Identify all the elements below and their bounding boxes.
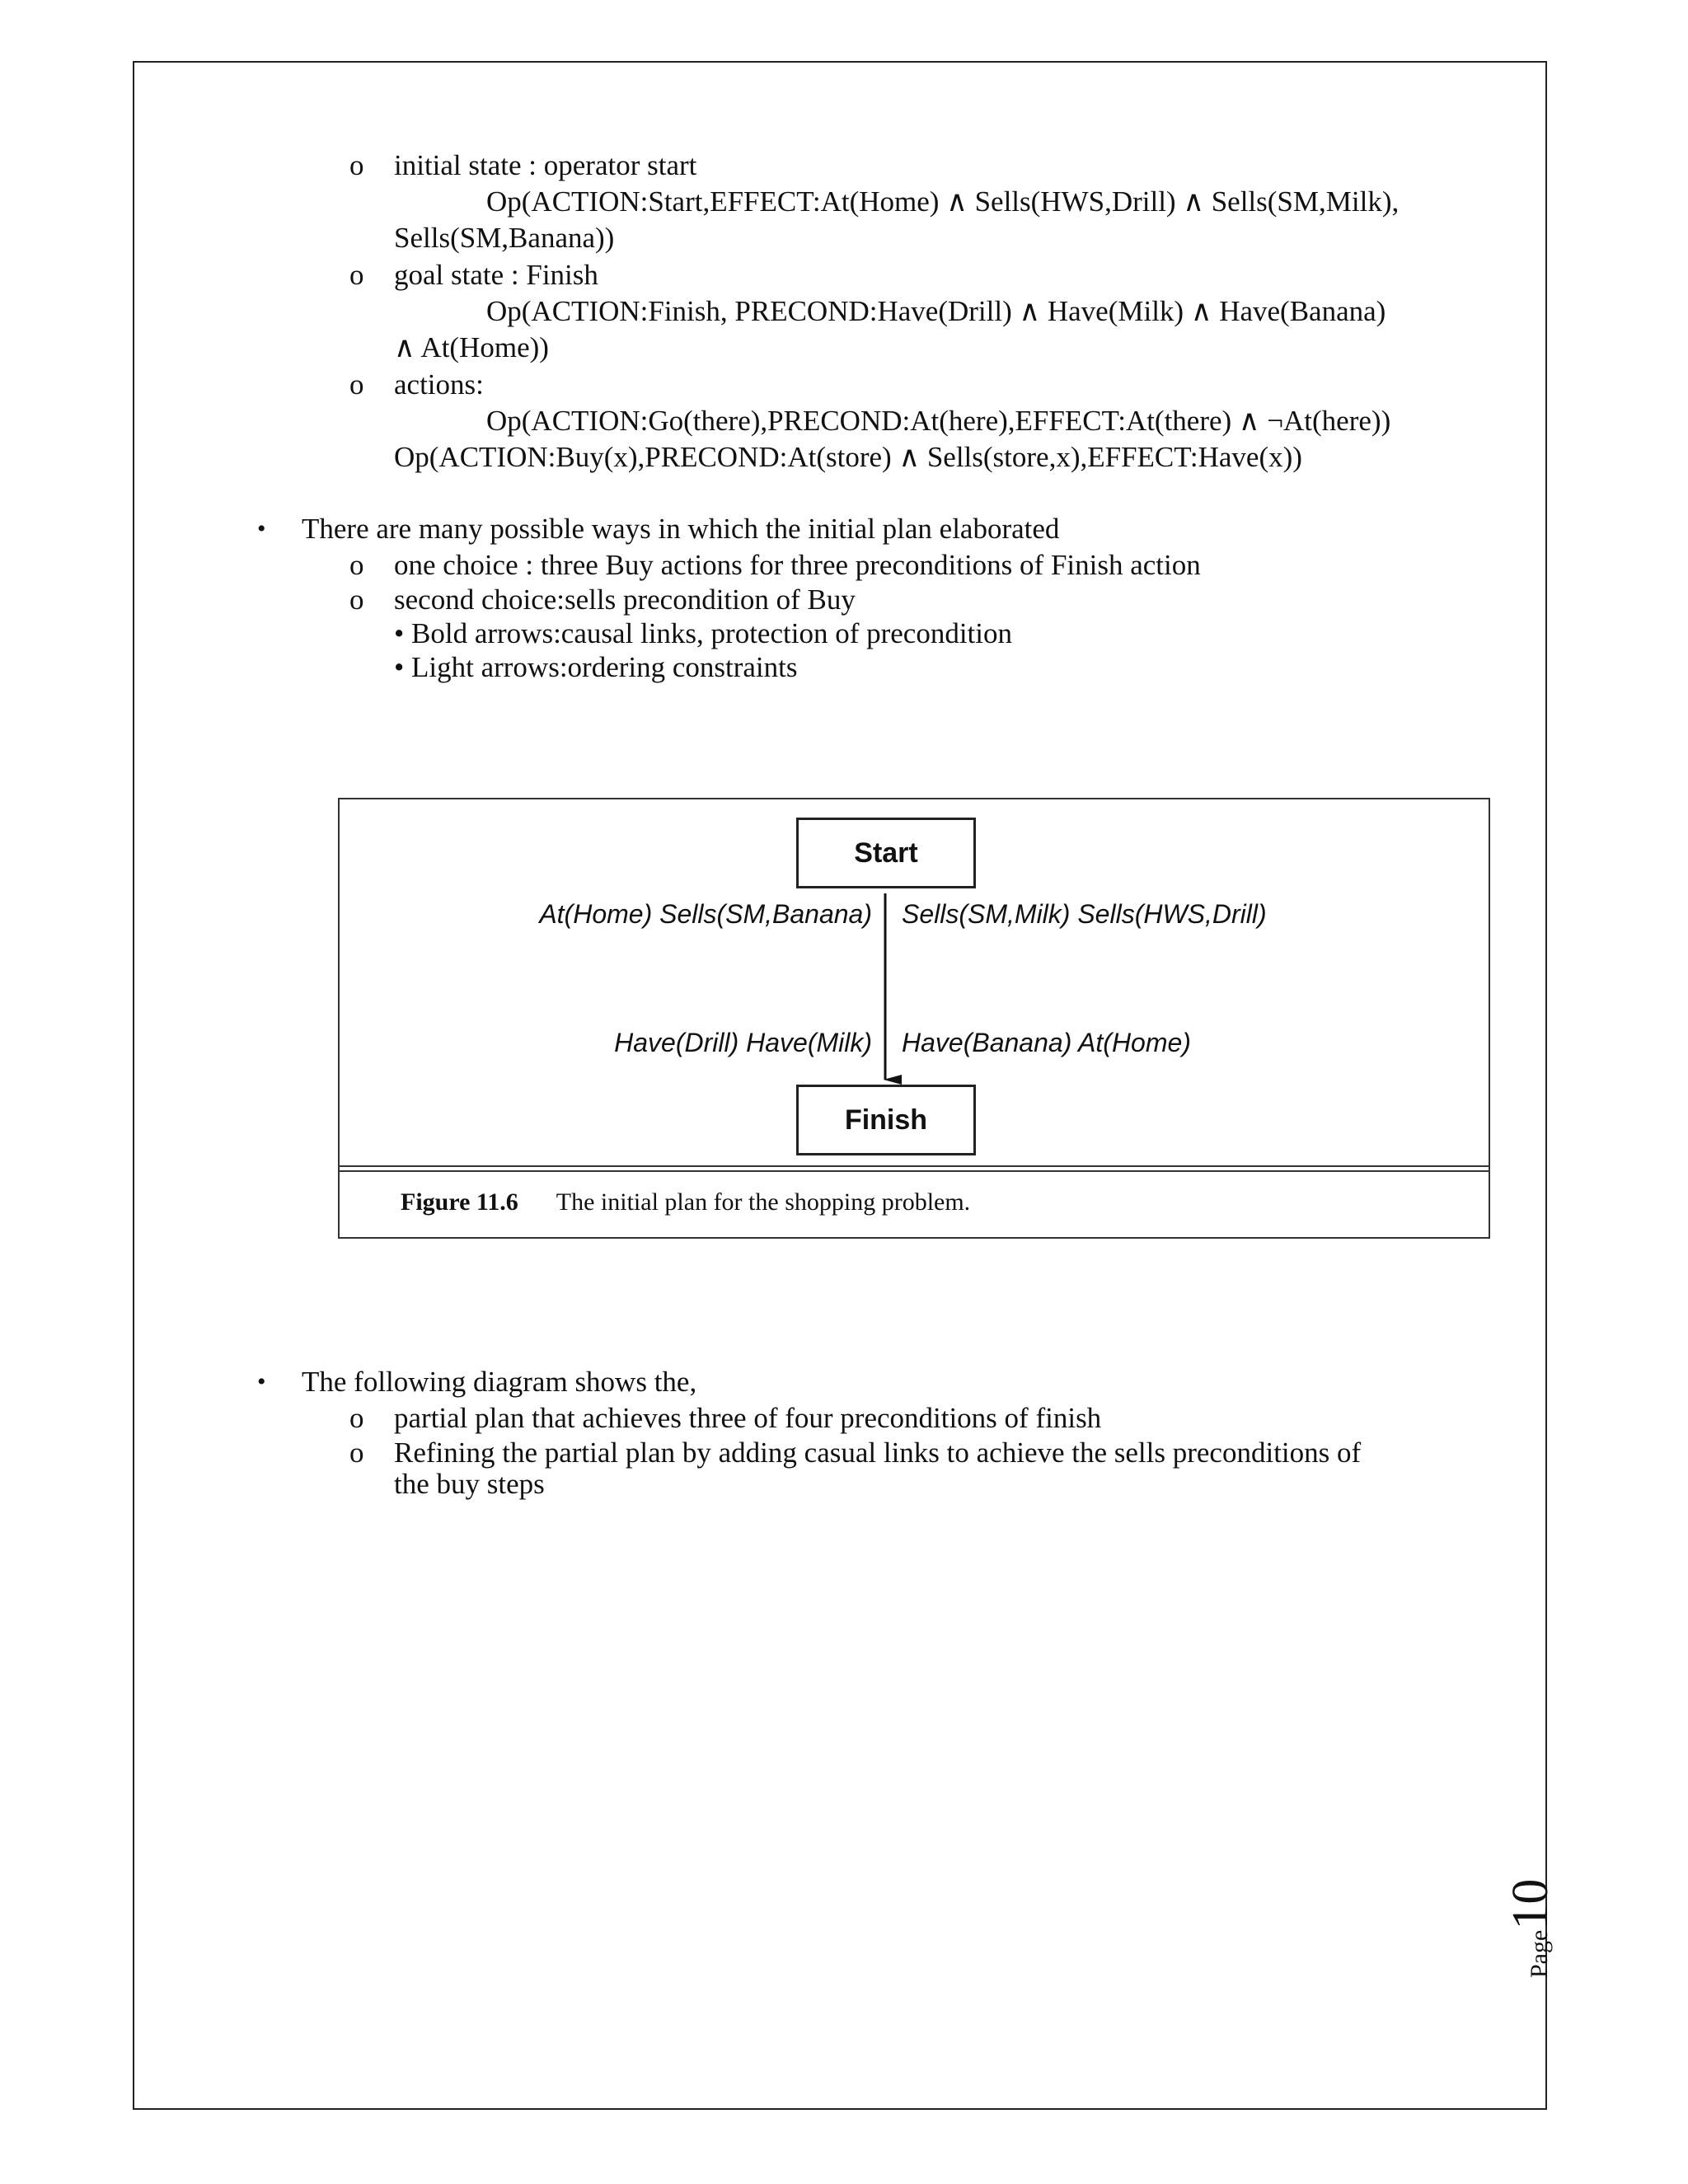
finish-preconds-right: Have(Banana) At(Home) (902, 1028, 1191, 1057)
page-border (133, 61, 1547, 2110)
list-marker: o (349, 549, 364, 581)
refining-text-line1: Refining the partial plan by adding casu… (394, 1436, 1362, 1469)
figure-caption-text: The initial plan for the shopping proble… (556, 1188, 971, 1216)
start-effects-left: At(Home) Sells(SM,Banana) (539, 899, 872, 929)
list-marker: o (349, 259, 364, 291)
list-marker: o (349, 1436, 364, 1469)
page-number-word: Page (1526, 1929, 1553, 1978)
refining-text-line2: the buy steps (394, 1468, 545, 1500)
finish-preconds-left: Have(Drill) Have(Milk) (614, 1028, 872, 1057)
page-number-digit: 10 (1503, 1878, 1559, 1930)
bullet: • (257, 515, 266, 542)
finish-node: Finish (796, 1085, 976, 1155)
list-marker: o (349, 149, 364, 181)
section3-text: The following diagram shows the, (302, 1366, 697, 1398)
figure-divider (340, 1165, 1489, 1167)
figure-divider (340, 1170, 1489, 1172)
second-choice-text: second choice:sells precondition of Buy (394, 583, 856, 616)
actions-label: actions: (394, 368, 484, 401)
start-node: Start (796, 818, 976, 888)
buy-action-op: Op(ACTION:Buy(x),PRECOND:At(store) ∧ Sel… (394, 441, 1302, 473)
list-marker: o (349, 1402, 364, 1434)
page-number: Page10 (1502, 1879, 1560, 1978)
initial-state-op-line1: Op(ACTION:Start,EFFECT:At(Home) ∧ Sells(… (486, 185, 1400, 218)
figure-caption-number: Figure 11.6 (401, 1188, 518, 1216)
light-arrows-note: • Light arrows:ordering constraints (394, 651, 798, 683)
section2-text: There are many possible ways in which th… (302, 513, 1060, 545)
list-marker: o (349, 368, 364, 401)
go-action-op: Op(ACTION:Go(there),PRECOND:At(here),EFF… (486, 405, 1391, 437)
goal-state-op-line1: Op(ACTION:Finish, PRECOND:Have(Drill) ∧ … (486, 295, 1386, 327)
goal-state-op-line2: ∧ At(Home)) (394, 331, 549, 363)
start-effects-right: Sells(SM,Milk) Sells(HWS,Drill) (902, 899, 1267, 929)
initial-state-label: initial state : operator start (394, 149, 697, 181)
causal-arrow (884, 893, 902, 1085)
bold-arrows-note: • Bold arrows:causal links, protection o… (394, 617, 1013, 649)
one-choice-text: one choice : three Buy actions for three… (394, 549, 1201, 581)
goal-state-label: goal state : Finish (394, 259, 598, 291)
bullet: • (257, 1368, 266, 1395)
figure-initial-plan: Start At(Home) Sells(SM,Banana) Sells(SM… (338, 798, 1490, 1239)
list-marker: o (349, 583, 364, 616)
figure-caption: Figure 11.6 The initial plan for the shop… (401, 1187, 970, 1218)
initial-state-op-line2: Sells(SM,Banana)) (394, 222, 615, 254)
partial-plan-text: partial plan that achieves three of four… (394, 1402, 1102, 1434)
